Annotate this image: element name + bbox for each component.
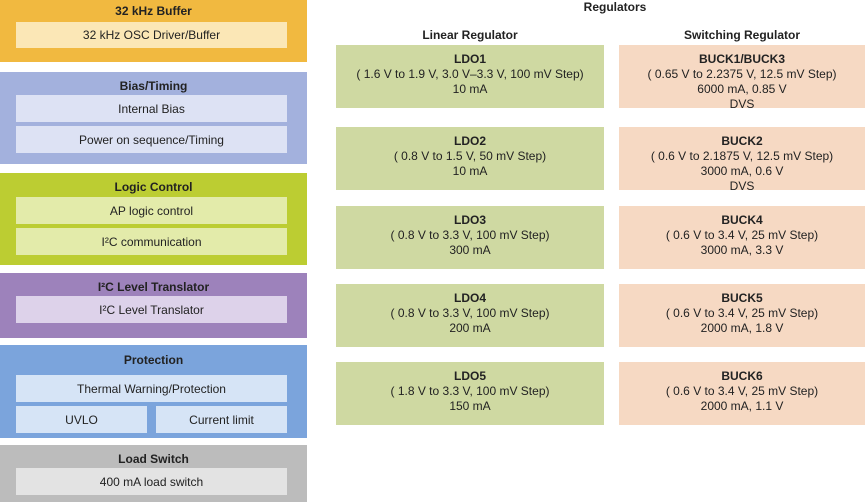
ldo5-box: LDO5 ( 1.8 V to 3.3 V, 100 mV Step) 150 …: [336, 362, 604, 425]
linear-regulator-title: Linear Regulator: [422, 28, 518, 42]
ldo1-box: LDO1 ( 1.6 V to 1.9 V, 3.0 V–3.3 V, 100 …: [336, 45, 604, 108]
buck-range: ( 0.65 V to 2.2375 V, 12.5 mV Step): [647, 67, 837, 81]
i2c-communication-box: I²C communication: [16, 228, 287, 255]
buck-name: BUCK2: [721, 134, 763, 148]
logic-control-block: Logic Control AP logic control I²C commu…: [0, 173, 307, 265]
ldo-range: ( 0.8 V to 1.5 V, 50 mV Step): [393, 149, 547, 163]
ldo-name: LDO3: [453, 213, 486, 227]
ldo-name: LDO2: [453, 134, 486, 148]
buck-range: ( 0.6 V to 3.4 V, 25 mV Step): [665, 228, 819, 242]
buck-current: 2000 mA, 1.8 V: [700, 321, 784, 335]
power-sequence-box: Power on sequence/Timing: [16, 126, 287, 153]
thermal-warning-box: Thermal Warning/Protection: [16, 375, 287, 402]
ldo-range: ( 1.6 V to 1.9 V, 3.0 V–3.3 V, 100 mV St…: [356, 67, 584, 81]
buck5-box: BUCK5 ( 0.6 V to 3.4 V, 25 mV Step) 2000…: [619, 284, 865, 347]
ldo-range: ( 0.8 V to 3.3 V, 100 mV Step): [390, 306, 550, 320]
i2c-translator-box: I²C Level Translator: [16, 296, 287, 323]
ldo-name: LDO1: [453, 52, 486, 66]
buffer-title: 32 kHz Buffer: [115, 4, 192, 18]
buck-dvs: DVS: [729, 97, 755, 111]
bias-timing-title: Bias/Timing: [119, 79, 188, 93]
switching-regulator-title: Switching Regulator: [683, 28, 800, 42]
ldo-name: LDO4: [453, 291, 486, 305]
ldo-current: 300 mA: [449, 243, 491, 257]
current-limit-box: Current limit: [156, 406, 287, 433]
buck-name: BUCK1/BUCK3: [698, 52, 785, 66]
internal-bias-box: Internal Bias: [16, 95, 287, 122]
ldo4-box: LDO4 ( 0.8 V to 3.3 V, 100 mV Step) 200 …: [336, 284, 604, 347]
protection-block: Protection Thermal Warning/Protection UV…: [0, 345, 307, 438]
buffer-block: 32 kHz Buffer 32 kHz OSC Driver/Buffer: [0, 0, 307, 62]
ldo-range: ( 0.8 V to 3.3 V, 100 mV Step): [390, 228, 550, 242]
bias-timing-block: Bias/Timing Internal Bias Power on seque…: [0, 72, 307, 164]
protection-title: Protection: [123, 353, 184, 367]
ldo-range: ( 1.8 V to 3.3 V, 100 mV Step): [390, 384, 550, 398]
buck-current: 6000 mA, 0.85 V: [697, 82, 787, 96]
load-switch-box: 400 mA load switch: [16, 468, 287, 495]
buck4-box: BUCK4 ( 0.6 V to 3.4 V, 25 mV Step) 3000…: [619, 206, 865, 269]
i2c-translator-title: I²C Level Translator: [97, 280, 210, 294]
ldo-current: 10 mA: [452, 82, 488, 96]
buck-name: BUCK6: [721, 369, 763, 383]
buck-dvs: DVS: [729, 179, 755, 193]
buck-range: ( 0.6 V to 3.4 V, 25 mV Step): [665, 384, 819, 398]
uvlo-box: UVLO: [16, 406, 147, 433]
load-switch-title: Load Switch: [118, 452, 189, 466]
ldo-name: LDO5: [453, 369, 486, 383]
osc-driver-box: 32 kHz OSC Driver/Buffer: [16, 22, 287, 48]
regulators-title: Regulators: [583, 0, 647, 14]
buck-name: BUCK4: [721, 213, 763, 227]
buck-name: BUCK5: [721, 291, 763, 305]
load-switch-block: Load Switch 400 mA load switch: [0, 445, 307, 502]
ldo-current: 200 mA: [449, 321, 491, 335]
buck-range: ( 0.6 V to 2.1875 V, 12.5 mV Step): [650, 149, 834, 163]
buck6-box: BUCK6 ( 0.6 V to 3.4 V, 25 mV Step) 2000…: [619, 362, 865, 425]
i2c-translator-block: I²C Level Translator I²C Level Translato…: [0, 273, 307, 338]
buck2-box: BUCK2 ( 0.6 V to 2.1875 V, 12.5 mV Step)…: [619, 127, 865, 193]
ap-logic-box: AP logic control: [16, 197, 287, 224]
buck-current: 2000 mA, 1.1 V: [700, 399, 784, 413]
ldo2-box: LDO2 ( 0.8 V to 1.5 V, 50 mV Step) 10 mA: [336, 127, 604, 190]
buck-range: ( 0.6 V to 3.4 V, 25 mV Step): [665, 306, 819, 320]
ldo-current: 150 mA: [449, 399, 491, 413]
logic-control-title: Logic Control: [114, 180, 193, 194]
buck-current: 3000 mA, 3.3 V: [700, 243, 784, 257]
buck1-buck3-box: BUCK1/BUCK3 ( 0.65 V to 2.2375 V, 12.5 m…: [619, 45, 865, 111]
buck-current: 3000 mA, 0.6 V: [700, 164, 784, 178]
ldo-current: 10 mA: [452, 164, 488, 178]
ldo3-box: LDO3 ( 0.8 V to 3.3 V, 100 mV Step) 300 …: [336, 206, 604, 269]
